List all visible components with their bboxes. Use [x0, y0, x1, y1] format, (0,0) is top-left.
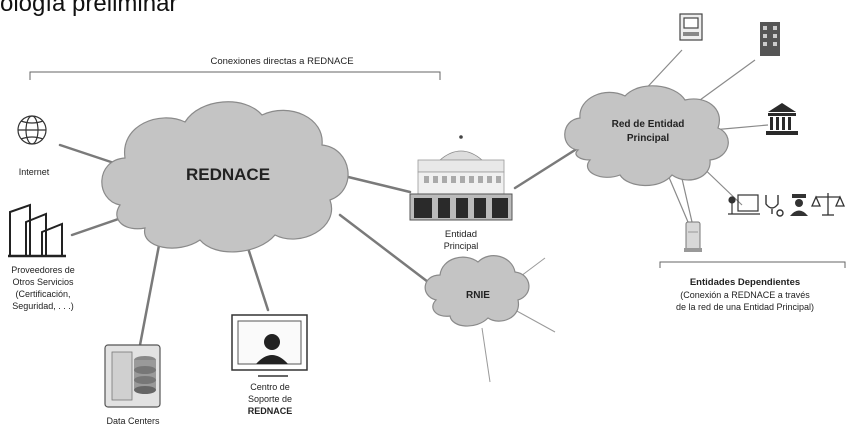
globe-icon	[17, 115, 47, 145]
rnie-label: RNIE	[466, 290, 490, 301]
link-red-entidad	[513, 148, 577, 190]
rednace-label: REDNACE	[186, 165, 270, 184]
connection-lines	[58, 143, 577, 347]
soporte-label-2: Soporte de	[248, 394, 292, 404]
link-rnie	[338, 213, 434, 287]
bracket-label: Conexiones directas a REDNACE	[210, 56, 353, 67]
datacenters-label: Data Centers	[106, 416, 160, 426]
red-entidad-label-1: Red de Entidad	[612, 119, 685, 130]
dependientes-line-1: (Conexión a REDNACE a través	[680, 290, 810, 300]
internet-label: Internet	[19, 167, 50, 177]
buildings-icon	[8, 203, 66, 258]
link-entidad	[338, 173, 412, 194]
entidad-principal-label-1: Entidad	[445, 229, 477, 240]
dependientes-bracket	[659, 261, 846, 268]
government-building-icon	[409, 135, 513, 221]
support-monitor-icon	[231, 314, 308, 377]
proveedores-label-1: Proveedores de	[11, 265, 75, 275]
rnie-cloud	[424, 255, 530, 327]
database-server-icon	[104, 344, 161, 408]
link-internet	[58, 143, 122, 167]
proveedores-label-3: (Certificación,	[15, 289, 70, 299]
bank-icon	[766, 103, 798, 135]
school-icon	[728, 194, 760, 215]
soporte-label-1: Centro de	[250, 382, 290, 392]
office-building-icon	[760, 22, 780, 56]
stethoscope-icon	[765, 195, 784, 217]
police-icon	[790, 194, 808, 216]
page-title: ología preliminar	[0, 0, 178, 17]
server-tower-icon	[684, 221, 702, 252]
proveedores-label-2: Otros Servicios	[12, 277, 74, 287]
rednace-cloud	[101, 101, 349, 253]
proveedores-label-4: Seguridad, . . .)	[12, 301, 74, 311]
link-datacenters	[138, 238, 162, 347]
direct-connections-bracket	[29, 71, 441, 80]
red-entidad-label-2: Principal	[627, 133, 669, 144]
dependientes-title: Entidades Dependientes	[690, 277, 800, 288]
red-entidad-cloud	[564, 85, 729, 187]
soporte-label-3: REDNACE	[248, 406, 293, 416]
entidad-principal-label-2: Principal	[444, 241, 479, 251]
dependientes-line-2: de la red de una Entidad Principal)	[676, 302, 814, 312]
link-soporte	[246, 246, 270, 312]
computer-terminal-icon	[679, 13, 703, 41]
justice-scale-icon	[810, 193, 846, 216]
